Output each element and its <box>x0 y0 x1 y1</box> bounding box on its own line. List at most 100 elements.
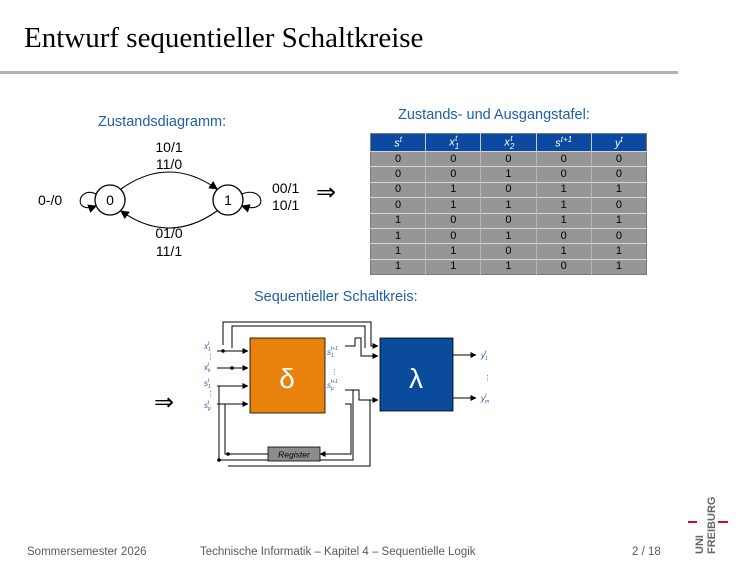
feedback-outer-top <box>231 325 366 348</box>
label-vdots-y: ⋮ <box>484 375 491 382</box>
table-cell: 1 <box>536 181 592 198</box>
table-cell: 0 <box>536 227 592 244</box>
label-vdots-out: ⋮ <box>331 369 338 376</box>
implies-arrow-1: ⇒ <box>316 178 337 206</box>
table-cell: 0 <box>536 166 592 183</box>
sequential-circuit: δ λ Register x1t ⋮ xkt s1t ⋮ spt s1t+1 ⋮… <box>203 321 491 467</box>
caption-state-table: Zustands- und Ausgangstafel: <box>398 107 590 123</box>
label-s1t1: s1t+1 <box>327 346 338 359</box>
junction-dot-4 <box>217 458 221 462</box>
logo-text-freiburg: FREIBURG <box>706 497 718 554</box>
transition-0-to-1 <box>120 171 218 190</box>
table-cell: 1 <box>591 243 647 260</box>
header-s-t: st <box>370 133 427 152</box>
table-cell: 1 <box>536 197 592 214</box>
table-cell: 1 <box>425 243 482 260</box>
table-cell: 0 <box>480 150 537 167</box>
table-cell: 0 <box>425 150 482 167</box>
label-s1t: s1t <box>204 378 211 390</box>
table-cell: 0 <box>591 166 647 183</box>
footer-page-number: 2 / 18 <box>632 546 661 558</box>
caption-state-diagram: Zustandsdiagramm: <box>98 114 227 130</box>
implies-arrow-2: ⇒ <box>154 388 175 416</box>
table-cell: 0 <box>591 150 647 167</box>
table-cell: 1 <box>591 181 647 198</box>
self-loop-0-label: 0-/0 <box>38 192 62 208</box>
top-transition-label-2: 11/0 <box>156 156 182 172</box>
title-rule <box>0 71 678 74</box>
table-cell: 1 <box>370 243 427 260</box>
label-ymt: ymt <box>480 393 489 405</box>
table-cell: 0 <box>370 181 427 198</box>
register-label: Register <box>278 450 311 460</box>
table-cell: 0 <box>480 181 537 198</box>
table-cell: 1 <box>591 212 647 229</box>
header-x2-t: x2t <box>480 133 537 152</box>
bottom-transition-label-1: 01/0 <box>155 225 182 241</box>
caption-circuit: Sequentieller Schaltkreis: <box>254 289 418 305</box>
label-vdots-s: ⋮ <box>207 391 214 398</box>
wire-delta-to-lambda-bottom <box>345 389 379 403</box>
table-cell: 0 <box>370 150 427 167</box>
table-cell: 1 <box>480 197 537 214</box>
state-1-label: 1 <box>224 192 232 208</box>
label-x1t: x1t <box>203 341 211 353</box>
self-loop-1-label-a: 00/1 <box>272 180 299 196</box>
state-1-node <box>212 184 244 216</box>
self-loop-0 <box>79 191 98 213</box>
table-cell: 0 <box>591 227 647 244</box>
table-cell: 0 <box>370 166 427 183</box>
self-loop-1-label-b: 10/1 <box>272 197 299 213</box>
delta-box <box>249 337 326 414</box>
slide-title: Entwurf sequentieller Schaltkreise <box>24 22 424 54</box>
university-logo: UNI FREIBURG <box>688 497 728 554</box>
table-cell: 1 <box>425 258 482 275</box>
logo-red-line-right <box>718 521 728 523</box>
table-cell: 0 <box>425 166 482 183</box>
transition-1-to-0 <box>120 210 218 229</box>
top-transition-label-1: 10/1 <box>155 139 182 155</box>
table-cell: 1 <box>370 258 427 275</box>
table-cell: 0 <box>425 227 482 244</box>
wire-x-to-top <box>222 321 379 349</box>
table-cell: 1 <box>480 258 537 275</box>
table-cell: 1 <box>370 212 427 229</box>
state-0-node <box>94 184 126 216</box>
header-y-t: yt <box>591 133 647 152</box>
junction-dot-2 <box>230 366 234 370</box>
table-cell: 0 <box>536 258 592 275</box>
table-cell: 1 <box>480 166 537 183</box>
header-s-t1: st+1 <box>536 133 592 152</box>
table-cell: 0 <box>480 243 537 260</box>
table-cell: 0 <box>536 150 592 167</box>
delta-symbol: δ <box>279 363 295 394</box>
label-xkt: xkt <box>203 362 211 374</box>
label-spt: spt <box>204 400 211 412</box>
footer-course: Technische Informatik – Kapitel 4 – Sequ… <box>200 546 476 558</box>
register-box <box>267 446 321 462</box>
table-cell: 1 <box>536 212 592 229</box>
logo-red-line-left <box>688 521 697 523</box>
state-0-label: 0 <box>106 192 114 208</box>
table-cell: 0 <box>425 212 482 229</box>
table-cell: 0 <box>370 197 427 214</box>
wire-register-in <box>319 403 352 457</box>
bottom-transition-label-2: 11/1 <box>156 243 182 259</box>
wire-register-out <box>224 404 268 455</box>
table-cell: 1 <box>536 243 592 260</box>
table-cell: 0 <box>480 212 537 229</box>
lambda-box <box>379 337 454 412</box>
label-y1t: y1t <box>480 350 488 362</box>
junction-dot-3 <box>226 452 230 456</box>
table-cell: 1 <box>425 197 482 214</box>
table-cell: 0 <box>591 197 647 214</box>
wire-bottom-outer <box>228 400 371 467</box>
